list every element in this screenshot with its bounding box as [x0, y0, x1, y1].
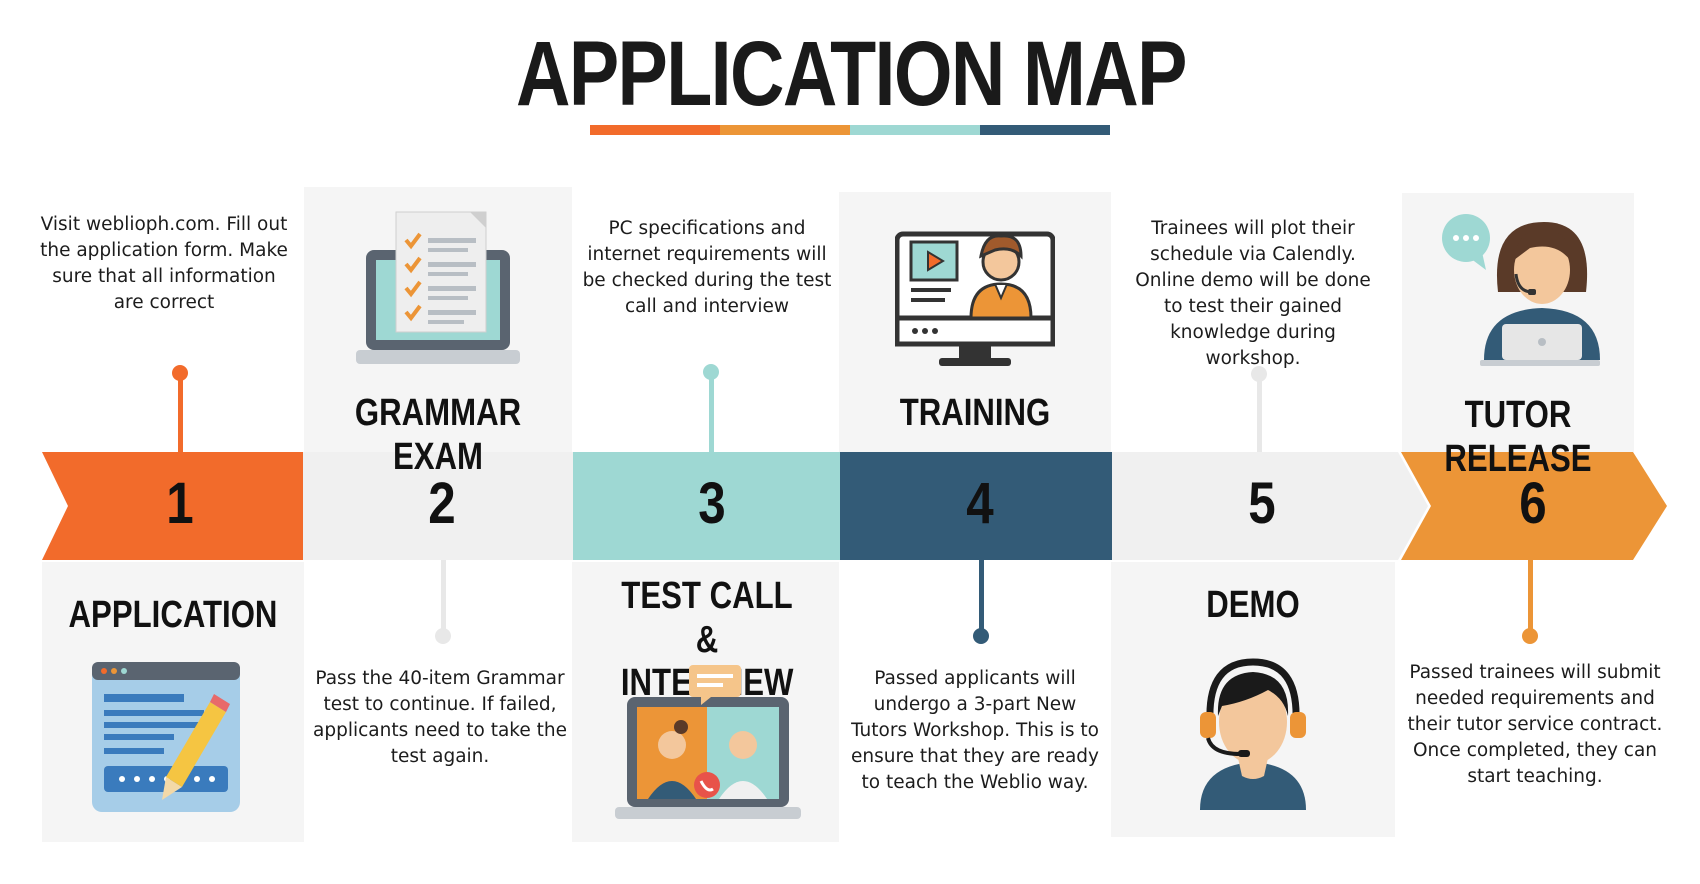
timeline-segment-5 — [1112, 452, 1428, 560]
connector-dot-2 — [435, 628, 451, 644]
connector-1 — [178, 373, 183, 453]
timeline-segment-6 — [1401, 452, 1667, 560]
page-title: APPLICATION MAP — [516, 23, 1187, 125]
connector-dot-1 — [172, 365, 188, 381]
step-number-2: 2 — [428, 471, 456, 536]
step-number-3: 3 — [698, 471, 726, 536]
headset-agent-icon — [1200, 658, 1306, 810]
connector-3 — [709, 372, 714, 452]
step-title-1: APPLICATION — [68, 594, 278, 636]
browser-edit-icon — [92, 662, 240, 812]
laptop-video-call-icon — [615, 665, 801, 819]
connector-5 — [1257, 374, 1262, 452]
connector-dot-5 — [1251, 366, 1267, 382]
step-description-1: Visit weblioph.com. Fill out the applica… — [40, 214, 288, 313]
connector-dot-4 — [973, 628, 989, 644]
title-underline-seg-3 — [850, 125, 980, 135]
step-number-1: 1 — [166, 471, 194, 536]
timeline-segment-1 — [42, 452, 303, 560]
tutor-laptop-icon — [1442, 214, 1600, 366]
timeline-segment-3 — [573, 452, 840, 560]
step-description-4: Passed applicants will undergo a 3-part … — [851, 668, 1099, 793]
step-description-5: Trainees will plot their schedule via Ca… — [1135, 218, 1371, 369]
step-description-3: PC specifications and internet requireme… — [582, 218, 832, 317]
step-title-5: DEMO — [1206, 584, 1300, 626]
step-title-2: GRAMMAR EXAM — [354, 392, 522, 478]
connector-dot-6 — [1522, 628, 1538, 644]
step-title-4: TRAINING — [899, 392, 1051, 434]
connector-4 — [979, 560, 984, 635]
step-description-6: Passed trainees will submit needed requi… — [1407, 662, 1663, 787]
connector-6 — [1528, 560, 1533, 635]
step-description-2: Pass the 40-item Grammar test to continu… — [313, 668, 567, 767]
step-title-6: TUTOR RELEASE — [1444, 394, 1592, 480]
connector-dot-3 — [703, 364, 719, 380]
step-number-6: 6 — [1519, 471, 1547, 536]
timeline-segment-2 — [303, 452, 573, 560]
title-underline-seg-1 — [590, 125, 720, 135]
step-number-4: 4 — [966, 471, 994, 536]
title-underline-seg-2 — [720, 125, 850, 135]
title-underline-seg-4 — [980, 125, 1110, 135]
monitor-teacher-icon — [895, 231, 1055, 366]
step-number-5: 5 — [1248, 471, 1276, 536]
timeline-segment-4 — [840, 452, 1112, 560]
laptop-checklist-icon — [356, 211, 520, 364]
connector-2 — [441, 560, 446, 635]
